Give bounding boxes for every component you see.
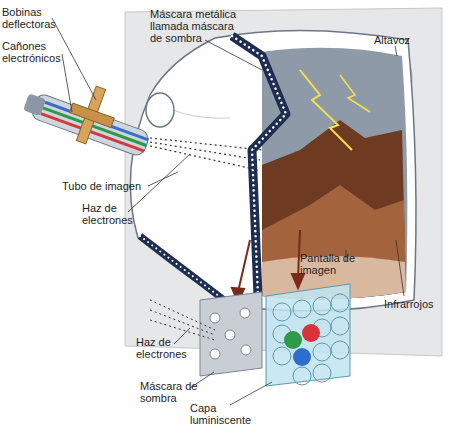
red-phosphor bbox=[302, 324, 320, 342]
part-label: Máscara de sombra bbox=[140, 380, 204, 404]
part-label: Haz de electrones bbox=[136, 336, 196, 360]
part-label: Pantalla de imagen bbox=[300, 252, 366, 276]
mask-holes bbox=[210, 308, 251, 359]
part-label: Infrarrojos bbox=[384, 298, 448, 310]
shadow-mask-edge bbox=[232, 36, 286, 296]
mountain-front bbox=[262, 185, 406, 299]
part-label: Bobinas deflectoras bbox=[2, 6, 64, 30]
deflection-coils bbox=[70, 86, 115, 144]
tube-neck bbox=[146, 93, 174, 127]
mask-plate bbox=[200, 292, 262, 376]
part-label: Cañones electrónicos bbox=[2, 40, 68, 64]
screen-sky bbox=[262, 48, 407, 299]
zoom-arrow bbox=[232, 230, 304, 302]
phosphor-layer bbox=[266, 284, 350, 386]
phosphor-cells bbox=[273, 294, 349, 385]
electron-beam bbox=[150, 300, 215, 340]
mask-holes bbox=[232, 36, 286, 296]
part-label: Máscara metálica llamada máscara de somb… bbox=[150, 8, 242, 44]
leader-line bbox=[52, 18, 404, 405]
mountain-back bbox=[262, 120, 406, 299]
part-label: Altavoz bbox=[374, 34, 434, 46]
electron-beam bbox=[150, 138, 262, 170]
lightning bbox=[340, 75, 370, 112]
mask-holes bbox=[140, 236, 232, 306]
part-label: Haz de electrones bbox=[82, 202, 142, 226]
shadow-mask-edge bbox=[140, 236, 232, 306]
blue-phosphor bbox=[293, 348, 311, 366]
lightning bbox=[300, 70, 352, 150]
part-label: Capa luminiscente bbox=[190, 402, 256, 426]
green-phosphor bbox=[284, 331, 302, 349]
part-label: Tubo de imagen bbox=[62, 180, 152, 192]
picture-tube bbox=[130, 30, 416, 310]
